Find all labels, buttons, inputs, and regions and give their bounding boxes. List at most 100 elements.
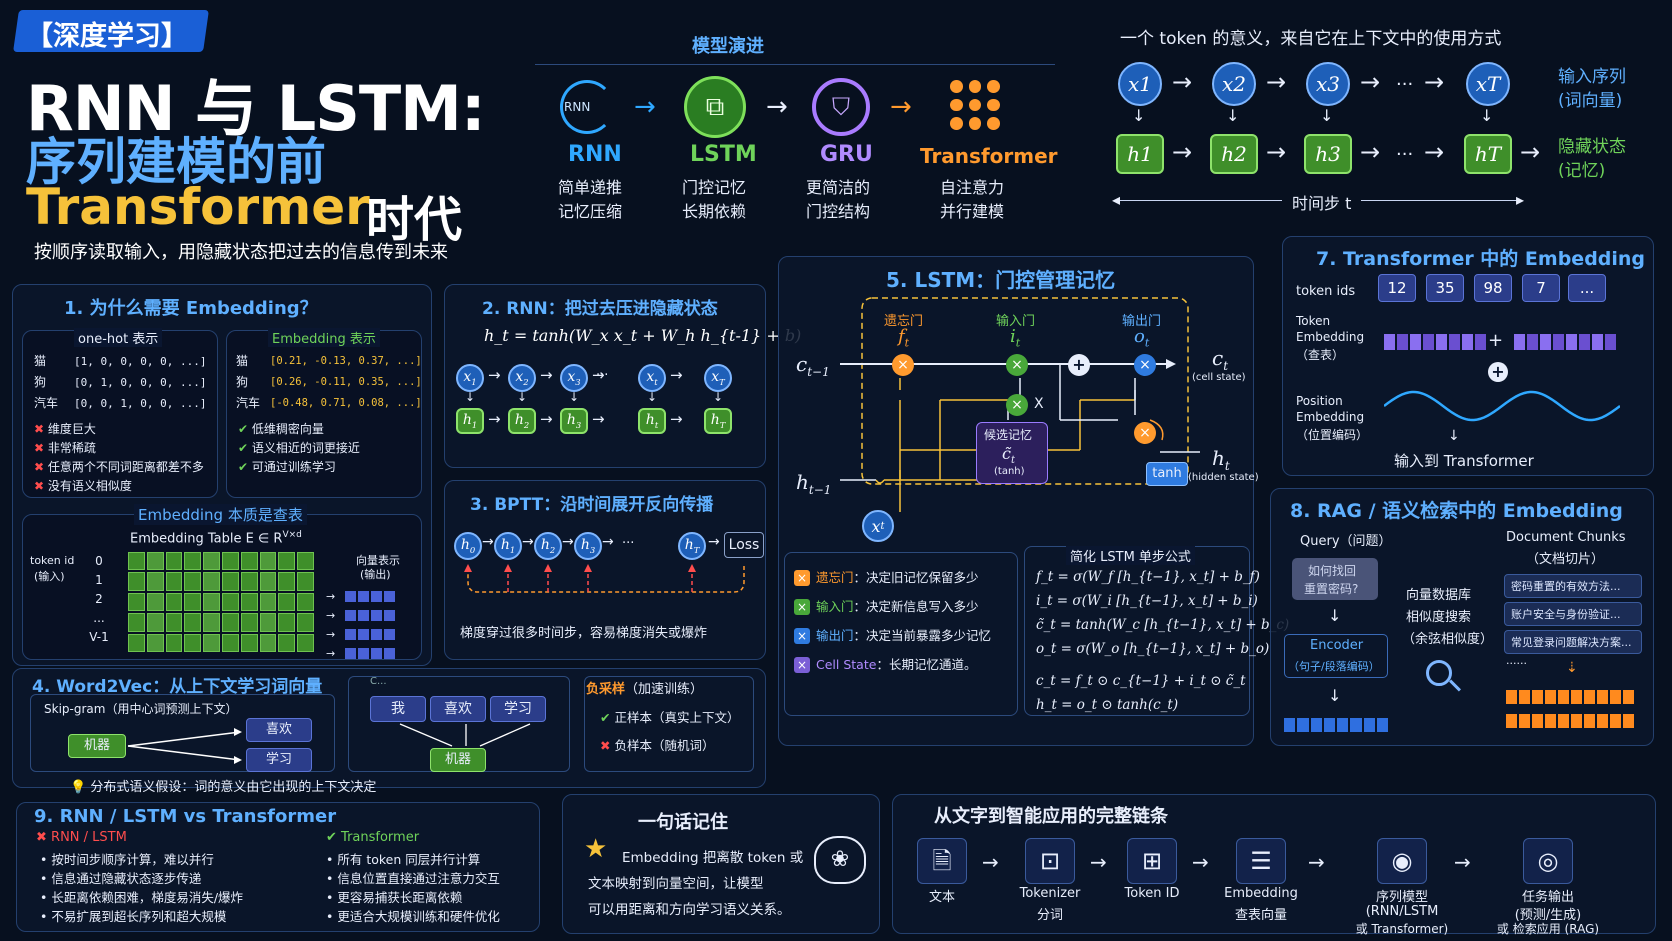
onehot-value: [0, 1, 0, 0, 0, ...] (74, 376, 207, 389)
emb-pro-item: ✔ 低维稠密向量 (238, 422, 324, 436)
legend-gate-icon: × (794, 599, 810, 615)
embedding-icon: ☰ (1236, 838, 1286, 884)
vector-cell (1584, 690, 1595, 704)
vector-cell (1284, 718, 1296, 732)
vector-cell (1545, 690, 1556, 704)
rnn-head-text: RNN / LSTM (51, 830, 127, 845)
bptt-chain: h0→h1→h2→h3→hT···→Loss (454, 532, 764, 602)
pos-emb-label2: Embedding (1296, 410, 1365, 424)
tok-emb-label2: Embedding (1296, 330, 1365, 344)
it-symbol: i (1010, 326, 1016, 347)
vector-cell (1519, 714, 1530, 728)
vector-cell (1610, 714, 1621, 728)
seq-arrow-icon: → (1266, 68, 1287, 96)
brain-icon: ❀ (814, 836, 866, 884)
vector-cell (371, 591, 383, 602)
output-multiply-icon: × (1134, 354, 1156, 376)
seq-x3: x3 (1306, 62, 1350, 106)
tf-pro-item: • 更容易捕获长距离依赖 (326, 890, 463, 905)
embedding-cell (240, 613, 258, 632)
context-caption: 一个 token 的意义，来自它在上下文中的使用方式 (1120, 29, 1502, 49)
token-id-value: 2 (95, 592, 103, 606)
vector-cell (1579, 334, 1590, 350)
lightbulb-icon: 💡 (70, 780, 87, 795)
cbow-arrows (399, 723, 531, 747)
pos-sample-text: 正样本（真实上下文） (614, 710, 740, 725)
arrow-icon: → (488, 410, 501, 428)
arrow-icon: → (540, 366, 553, 384)
ot-symbol: o (1134, 326, 1145, 347)
page-title-line3b: 时代 (366, 192, 463, 248)
cross-icon: ✖ (34, 441, 48, 455)
embedding-cell (184, 572, 202, 591)
vector-cell (1623, 714, 1634, 728)
encoder-box (1284, 634, 1388, 678)
c-prev-symbol: c (796, 352, 808, 376)
bptt-node: h3 (574, 532, 602, 560)
down-arrow-icon: ↓ (713, 390, 724, 404)
skipgram-ctx1: 喜欢 (246, 718, 312, 742)
vector-cell (1558, 690, 1569, 704)
embedding-cell (146, 592, 164, 612)
lstm-formula: o_t = σ(W_o [h_{t−1}, x_t] + b_o) (1036, 641, 1270, 657)
legend-gate-desc: ：决定旧记忆保留多少 (853, 570, 979, 585)
token-id-chip: 7 (1522, 274, 1560, 302)
output-vector-row: → (326, 647, 396, 660)
forget-gate-symbol: ft (898, 326, 910, 350)
cbow-word2: 喜欢 (430, 696, 486, 722)
vector-cell (358, 610, 370, 621)
vector-cell (1423, 334, 1434, 350)
down-arrow-icon: ↓ (1328, 686, 1342, 705)
token-id-chip: 35 (1426, 274, 1464, 302)
down-arrow-icon: ↓ (569, 390, 580, 404)
vector-cell (1397, 334, 1408, 350)
neg-sample-text: 负样本（随机词） (614, 738, 715, 753)
candidate-tanh: (tanh) (994, 466, 1025, 477)
embedding-cell (165, 633, 183, 652)
table-title-sup: V×d (282, 530, 302, 540)
arrow-icon: → (482, 534, 494, 550)
emb-pro-item: ✔ 语义相近的词更接近 (238, 441, 360, 455)
cross-icon: ✖ (600, 738, 611, 753)
arrow-icon: → (540, 410, 553, 428)
check-icon: ✔ (238, 422, 252, 436)
seq-arrow-icon: → (1360, 68, 1381, 96)
onehot-con-item: ✖ 没有语义相似度 (34, 479, 132, 493)
table-title: Embedding Table E ∈ RV×d (130, 530, 302, 546)
vector-cell (345, 629, 357, 640)
vector-cell (384, 610, 396, 621)
legend-gate-desc: ：决定当前暴露多少记忆 (853, 628, 992, 643)
vector-cell (1436, 334, 1447, 350)
x-mark: X (1034, 396, 1044, 412)
vector-cell (1558, 714, 1569, 728)
embedding-cell (203, 572, 220, 591)
vector-cell (1605, 334, 1616, 350)
onehot-word: 猫 (34, 354, 47, 368)
embedding-cell (221, 633, 239, 652)
output-icon: ◎ (1523, 838, 1573, 884)
token-ids-label: token ids (1296, 284, 1356, 299)
sec9-title: 9. RNN / LSTM vs Transformer (34, 806, 337, 827)
output-gate-symbol: ot (1134, 326, 1150, 350)
page-subtitle: 按顺序读取输入，用隐藏状态把过去的信息传到未来 (34, 242, 448, 263)
token-id-value: 0 (95, 554, 103, 568)
candidate-label: 候选记忆 (984, 428, 1033, 442)
cbow-label: C... (370, 676, 387, 687)
rnn-x-node: x2 (508, 364, 536, 392)
bptt-node: h0 (454, 532, 482, 560)
bptt-ellipsis: ··· (622, 536, 635, 551)
lstm-legend-item: ×Cell State：长期记忆通道。 (794, 655, 991, 674)
vector-cell (1532, 714, 1543, 728)
chain-step-sub2: 或 Transformer) (1355, 922, 1449, 936)
arrow-icon: → (326, 647, 336, 660)
lstm-formula: h_t = o_t ⊙ tanh(c_t) (1036, 697, 1179, 713)
embedding-cell (165, 572, 183, 591)
memo-text2: 文本映射到向量空间，让模型 (588, 876, 764, 892)
tf-pro-item: • 更适合大规模训练和硬件优化 (326, 909, 500, 924)
chain-arrow-icon: → (982, 850, 999, 874)
cbow-center: 机器 (430, 748, 486, 772)
vector-cell (1566, 334, 1577, 350)
emb-value: [-0.48, 0.71, 0.08, ...] (270, 397, 422, 409)
vector-cell (1610, 690, 1621, 704)
neg-title: 负采样（加速训练） (586, 678, 703, 697)
